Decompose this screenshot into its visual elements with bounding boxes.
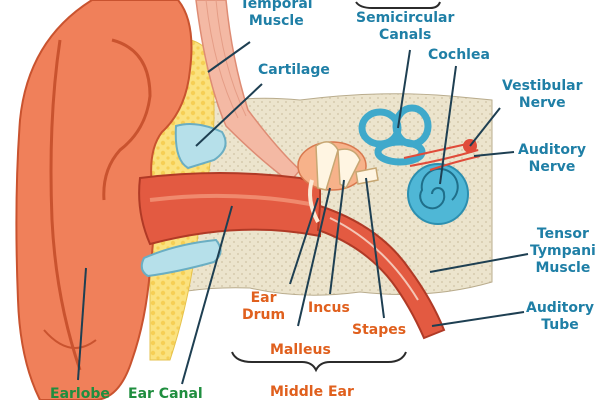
cochlea-shape (408, 164, 468, 224)
cartilage-label: Cartilage (258, 62, 330, 79)
cochlea-label: Cochlea (428, 47, 490, 64)
top-bracket (356, 2, 440, 8)
middle-ear-label: Middle Ear (270, 384, 354, 400)
stapes-label: Stapes (352, 322, 406, 339)
incus-label: Incus (308, 300, 350, 317)
malleus-label: Malleus (270, 342, 331, 359)
earlobe-label: Earlobe (50, 386, 110, 400)
ear-canal-label: Ear Canal (128, 386, 203, 400)
